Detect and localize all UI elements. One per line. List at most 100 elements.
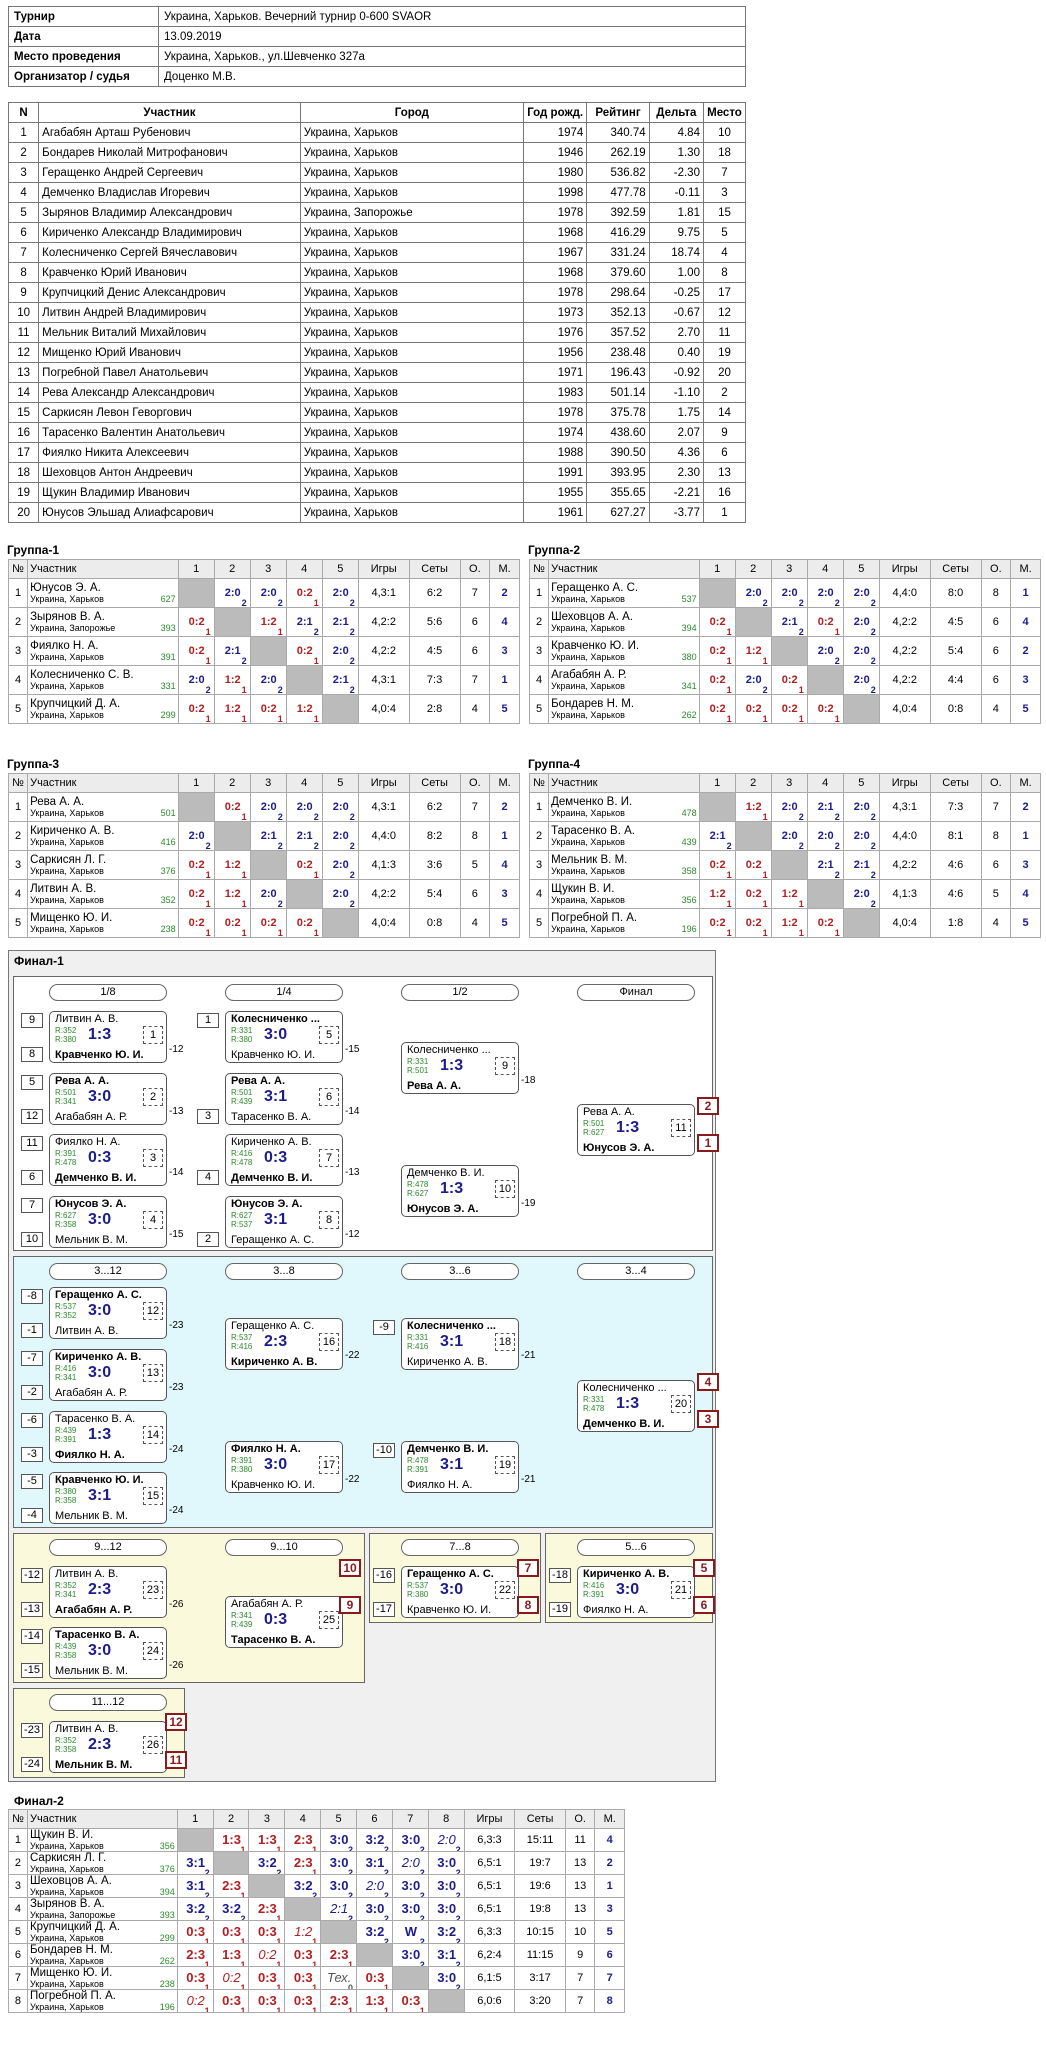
match-player-top: Геращенко А. С. xyxy=(231,1320,315,1332)
score-points: 1 xyxy=(313,714,319,724)
match-score: 3:1 xyxy=(440,1456,464,1473)
participant-cell: Саркисян Левон Геворгович xyxy=(38,402,301,423)
score-value: 2:0 xyxy=(332,645,349,657)
column-header: 4 xyxy=(806,773,844,793)
participant-cell: 18 xyxy=(702,142,747,163)
column-header: Сеты xyxy=(929,559,982,579)
games-cell: 4,0:4 xyxy=(357,908,410,938)
score-points: 2 xyxy=(204,1914,210,1921)
match-player-top: Колесниченко ... xyxy=(407,1044,491,1056)
participant-cell: 4 xyxy=(7,182,40,203)
score-points: 1 xyxy=(204,1937,210,1944)
place-cell: 1 xyxy=(594,1874,625,1898)
participant-cell: 15 xyxy=(7,402,40,423)
score-value: 2:1 xyxy=(260,830,277,842)
participant-name: Зырянов В. А. xyxy=(30,611,105,623)
score-value: 2:0 xyxy=(260,801,277,813)
participant-cell: 375.78 xyxy=(586,402,650,423)
games-cell: 4,0:4 xyxy=(357,694,410,724)
score-points: 2 xyxy=(834,598,840,608)
match-player-top: Тарасенко В. А. xyxy=(55,1413,136,1425)
column-header: 4 xyxy=(285,773,323,793)
participant-cell: 20 xyxy=(702,362,747,383)
score-value: 0:2 xyxy=(260,917,277,929)
participant-city: Украина, Харьков xyxy=(30,681,104,691)
participant-cell: 1.30 xyxy=(648,142,704,163)
match-player-bottom: Тарасенко В. А. xyxy=(231,1111,312,1123)
match-player-bottom: Кравченко Ю. И. xyxy=(407,1604,492,1616)
round-label: Финал xyxy=(577,984,695,1001)
score-value: 2:0 xyxy=(401,1855,420,1870)
group-title: Группа-2 xyxy=(528,543,581,557)
points-cell: 7 xyxy=(459,665,491,695)
column-header: 2 xyxy=(212,1809,250,1829)
column-header: № xyxy=(528,773,550,793)
column-header: № xyxy=(8,1809,28,1829)
match-number: 3 xyxy=(143,1149,163,1167)
score-points: 2 xyxy=(348,1845,354,1852)
score-points: 2 xyxy=(455,1891,461,1898)
participant-cell: 7 xyxy=(7,242,40,263)
score-value: 2:0 xyxy=(817,587,834,599)
score-points: 1 xyxy=(205,899,211,909)
score-value: 0:2 xyxy=(188,616,205,628)
participant-rating: 358 xyxy=(681,866,697,876)
score-points: 1 xyxy=(726,928,732,938)
loser-ref: -15 xyxy=(169,1229,184,1240)
participant-cell: Украина, Харьков xyxy=(299,482,525,503)
match-player-bottom: Рева А. А. xyxy=(407,1080,462,1092)
match-player-bottom: Кравченко Ю. И. xyxy=(231,1049,316,1061)
self-cell xyxy=(391,1966,429,1990)
participant-rating: 478 xyxy=(681,808,697,818)
points-cell: 13 xyxy=(564,1897,596,1921)
participant-name: Щукин В. И. xyxy=(551,883,615,895)
score-value: 0:3 xyxy=(186,1970,206,1985)
score-value: 0:3 xyxy=(293,1993,313,2008)
loser-ref: -23 xyxy=(169,1320,184,1331)
seed: -19 xyxy=(549,1602,571,1617)
score-value: 0:2 xyxy=(188,859,205,871)
score-points: 2 xyxy=(798,841,804,851)
points-cell: 8 xyxy=(980,578,1012,608)
score-value: 0:2 xyxy=(296,587,313,599)
match-number: 10 xyxy=(495,1180,515,1198)
self-cell xyxy=(249,636,287,666)
participant-city: Украина, Харьков xyxy=(551,837,625,847)
score-points: 1 xyxy=(726,627,732,637)
score-points: 2 xyxy=(798,812,804,822)
participant-city: Украина, Харьков xyxy=(551,652,625,662)
score-value: 0:2 xyxy=(222,1970,241,1985)
participant-rating: 439 xyxy=(681,837,697,847)
participant-city: Украина, Харьков xyxy=(551,710,625,720)
row-number: 1 xyxy=(7,792,29,822)
score-value: 0:3 xyxy=(293,1947,313,1962)
score-points: 1 xyxy=(277,928,283,938)
match-score: 1:3 xyxy=(616,1395,640,1412)
column-header: 1 xyxy=(698,559,736,579)
